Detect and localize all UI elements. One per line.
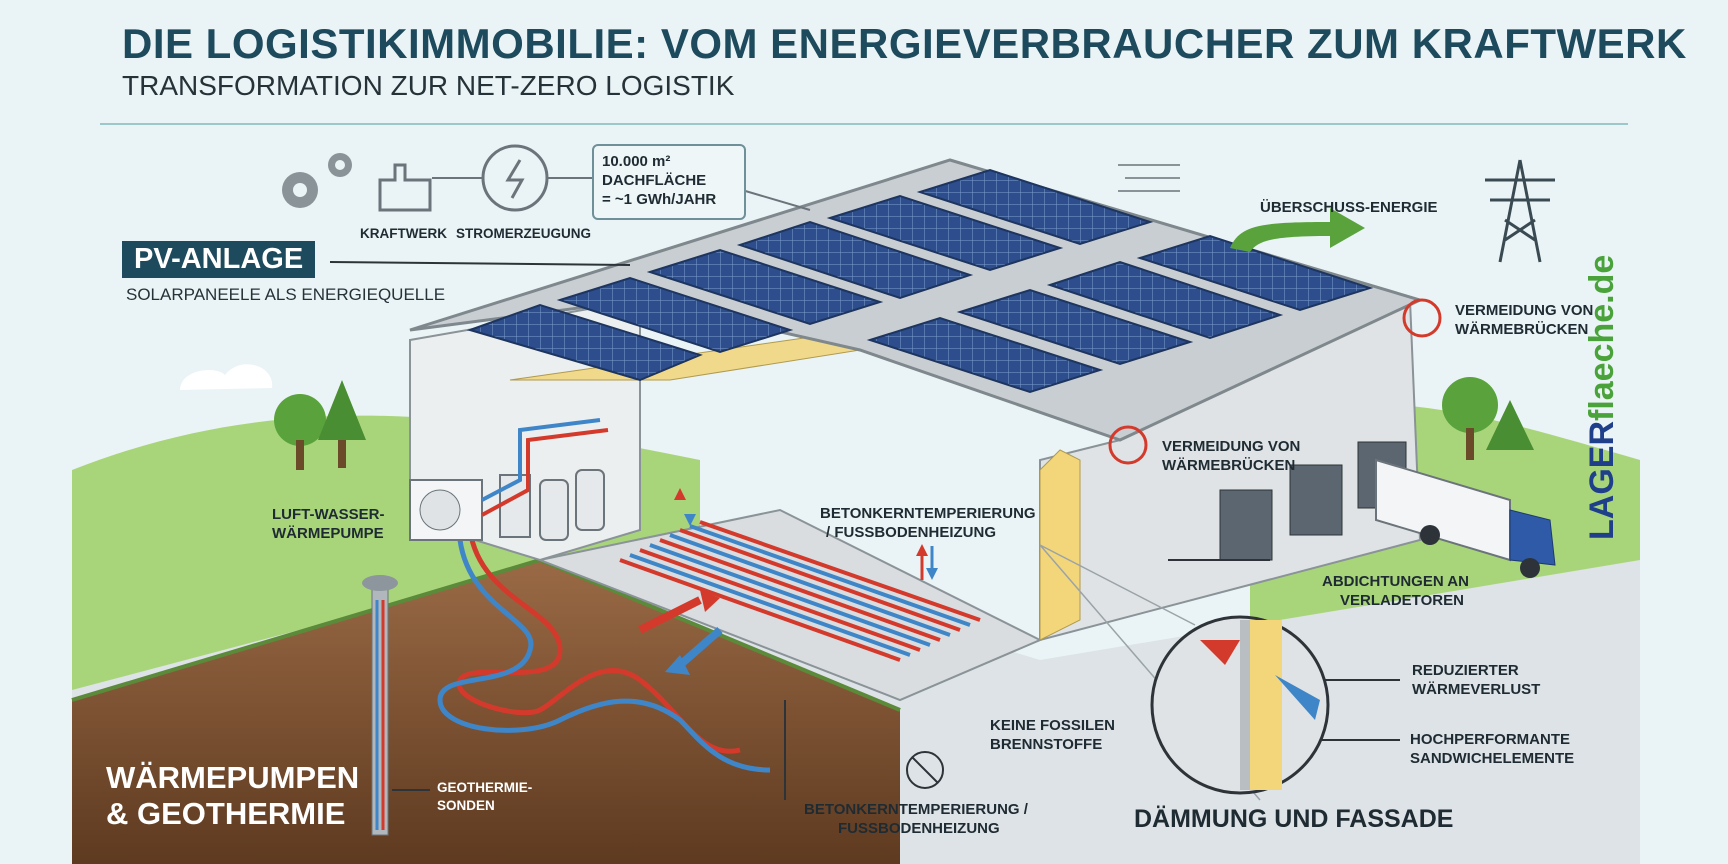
- info-line-2: DACHFLÄCHE: [602, 172, 707, 189]
- fossil-free-icon: [906, 751, 944, 789]
- beton-top-line2: / FUSSBODENHEIZUNG: [826, 524, 997, 541]
- pv-subtitle: SOLARPANEELE ALS ENERGIEQUELLE: [126, 285, 446, 304]
- thermal-bridge-right-line2: WÄRMEBRÜCKEN: [1455, 321, 1589, 338]
- soil-cutaway: [72, 560, 900, 864]
- roof-area-box: [592, 144, 746, 220]
- reduziert-line1: REDUZIERTER: [1412, 662, 1519, 679]
- storage-tanks: [499, 469, 605, 541]
- beton-bottom-line2: FUSSBODENHEIZUNG: [838, 820, 1000, 837]
- reduziert-line2: WÄRMEVERLUST: [1412, 681, 1541, 698]
- logo-part-1: LAGER: [1583, 421, 1621, 540]
- geothermal-probe: [371, 584, 389, 836]
- wall-detail-circle: [1039, 544, 1330, 801]
- heat-pump-line1: LUFT-WASSER-: [272, 506, 385, 523]
- waermepumpen-heading-line2: & GEOTHERMIE: [106, 796, 346, 831]
- hochperf-line2: SANDWICHELEMENTE: [1410, 750, 1575, 767]
- keine-fossilen-line1: KEINE FOSSILEN: [990, 717, 1116, 734]
- data-lines-icon: [1118, 164, 1180, 192]
- pv-anlage-heading: PV-ANLAGE: [122, 241, 316, 278]
- floor-heating-pipes: [619, 520, 981, 662]
- daemmung-heading: DÄMMUNG UND FASSADE: [1134, 805, 1454, 833]
- waermepumpen-heading-line1: WÄRMEPUMPEN: [106, 760, 360, 795]
- page-subtitle: TRANSFORMATION ZUR NET-ZERO LOGISTIK: [122, 70, 735, 101]
- stromerzeugung-label: STROMERZEUGUNG: [456, 226, 591, 241]
- info-line-3: = ~1 GWh/JAHR: [602, 191, 717, 208]
- geothermie-line1: GEOTHERMIE-: [437, 780, 533, 795]
- thermal-bridge-marker-right: [1402, 298, 1442, 338]
- beton-bottom-line1: BETONKERNTEMPERIERUNG /: [804, 801, 1028, 818]
- thermal-bridge-mid-line1: VERMEIDUNG VON: [1162, 438, 1301, 455]
- flow-arrows: [638, 488, 938, 675]
- page-title: DIE LOGISTIKIMMOBILIE: VOM ENERGIEVERBRA…: [122, 20, 1687, 67]
- brand-logo: LAGERflaeche.de: [1583, 255, 1622, 540]
- cloud: [180, 364, 273, 390]
- air-water-heat-pump: [409, 479, 483, 541]
- thermal-bridge-marker-mid: [1108, 425, 1148, 465]
- abdichtungen-line2: VERLADETOREN: [1340, 592, 1464, 609]
- power-pylon-icon: [1485, 159, 1555, 263]
- lightning-cycle-icon: [481, 144, 549, 212]
- ueberschuss-label: ÜBERSCHUSS-ENERGIE: [1260, 199, 1438, 216]
- thermal-bridge-mid-line2: WÄRMEBRÜCKEN: [1162, 457, 1296, 474]
- thermal-bridge-right-line1: VERMEIDUNG VON: [1455, 302, 1594, 319]
- heat-pump-line2: WÄRMEPUMPE: [272, 525, 384, 542]
- hochperf-line1: HOCHPERFORMANTE: [1410, 731, 1570, 748]
- surplus-arrow: [1230, 208, 1365, 252]
- gear-icon: [282, 153, 352, 208]
- trees: [274, 377, 1534, 470]
- keine-fossilen-line2: BRENNSTOFFE: [990, 736, 1103, 753]
- kraftwerk-label: KRAFTWERK: [360, 226, 447, 241]
- geothermie-line2: SONDEN: [437, 798, 495, 813]
- beton-top-line1: BETONKERNTEMPERIERUNG: [820, 505, 1036, 522]
- abdichtungen-line1: ABDICHTUNGEN AN: [1322, 573, 1469, 590]
- ground-pipe-loops: [456, 529, 741, 754]
- solar-panels: [466, 168, 1374, 394]
- logo-part-2: flaeche.de: [1583, 254, 1621, 421]
- info-line-1: 10.000 m²: [602, 153, 671, 170]
- factory-icon: [378, 163, 432, 212]
- truck: [1375, 458, 1556, 578]
- insulation-layer: [1039, 449, 1081, 641]
